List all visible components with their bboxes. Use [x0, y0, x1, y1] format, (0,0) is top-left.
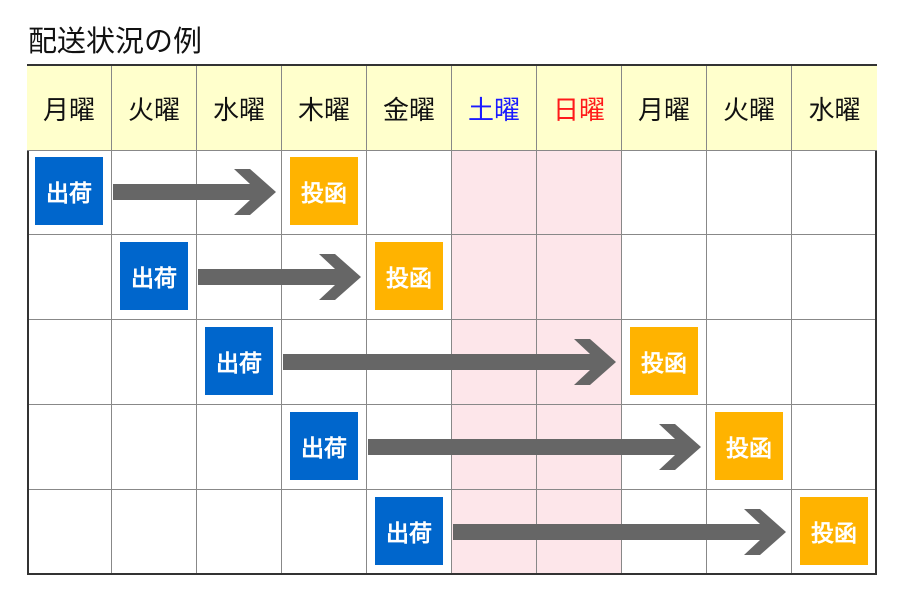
day-header: 火曜 [112, 66, 197, 151]
day-header: 木曜 [282, 66, 367, 151]
day-header: 日曜 [537, 66, 622, 151]
row-divider [29, 404, 875, 405]
row-divider [29, 319, 875, 320]
posting-box: 投函 [375, 242, 443, 310]
arrow-icon [283, 339, 616, 385]
arrow-icon [368, 424, 701, 470]
diagram-title: 配送状況の例 [28, 24, 203, 58]
arrow-icon [198, 254, 361, 300]
day-header: 火曜 [707, 66, 792, 151]
day-header: 水曜 [197, 66, 282, 151]
posting-box: 投函 [630, 327, 698, 395]
row-divider [29, 234, 875, 235]
arrow-icon [453, 509, 786, 555]
shipment-box: 出荷 [375, 497, 443, 565]
day-header: 水曜 [792, 66, 877, 151]
delivery-schedule-grid: 月曜火曜水曜木曜金曜土曜日曜月曜火曜水曜出荷投函出荷投函出荷投函出荷投函出荷投函 [27, 64, 877, 575]
posting-box: 投函 [800, 497, 868, 565]
row-divider [29, 489, 875, 490]
day-header: 金曜 [367, 66, 452, 151]
day-header: 土曜 [452, 66, 537, 151]
shipment-box: 出荷 [35, 157, 103, 225]
posting-box: 投函 [290, 157, 358, 225]
arrow-icon [113, 169, 276, 215]
shipment-box: 出荷 [290, 412, 358, 480]
shipment-box: 出荷 [120, 242, 188, 310]
posting-box: 投函 [715, 412, 783, 480]
day-header: 月曜 [622, 66, 707, 151]
shipment-box: 出荷 [205, 327, 273, 395]
day-header: 月曜 [27, 66, 112, 151]
